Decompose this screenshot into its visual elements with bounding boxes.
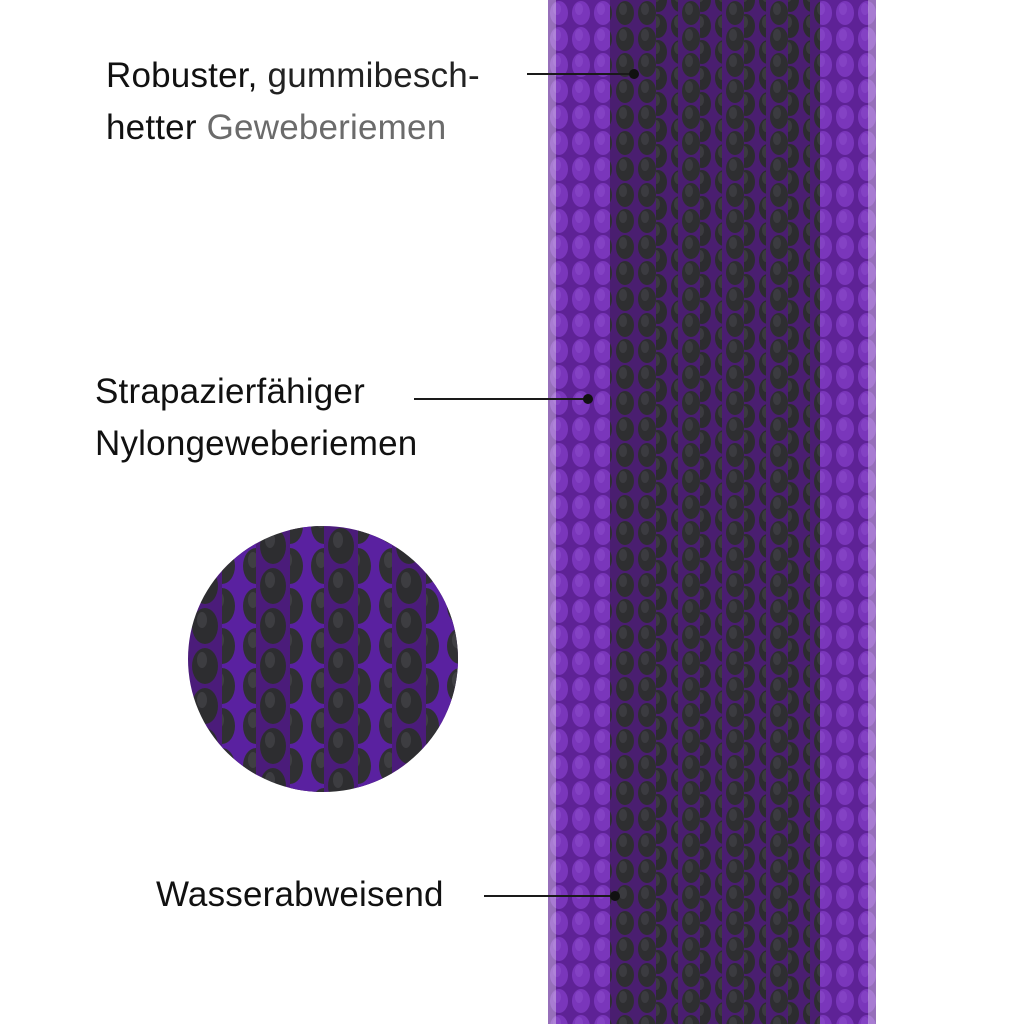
callout-1-leader-line bbox=[527, 73, 635, 75]
callout-3-marker-dot bbox=[610, 891, 620, 901]
callout-2-marker-dot bbox=[583, 394, 593, 404]
callout-durable-nylon: Strapazierfähiger Nylongeweberiemen bbox=[95, 366, 417, 470]
callout-1-line1-dark: Robuster, bbox=[106, 56, 268, 95]
callout-2-leader-line bbox=[414, 398, 588, 400]
callout-water-repellent: Wasserabweisend bbox=[156, 869, 444, 921]
webbing-strap-image bbox=[548, 0, 876, 1024]
callout-3-line1: Wasserabweisend bbox=[156, 875, 444, 914]
weave-closeup-image bbox=[188, 526, 458, 792]
callout-rubber-coated: Robuster, gummibesch- hetter Geweberieme… bbox=[106, 50, 480, 154]
callout-3-leader-line bbox=[484, 895, 616, 897]
callout-2-line2: Nylongeweberiemen bbox=[95, 424, 418, 463]
callout-2-line1: Strapazierfähiger bbox=[95, 372, 365, 411]
callout-1-marker-dot bbox=[629, 69, 639, 79]
callout-1-line2-muted: Geweberiemen bbox=[206, 108, 447, 147]
callout-1-line2-dark: hetter bbox=[106, 108, 207, 147]
callout-1-line1-muted: gummibesch- bbox=[267, 56, 480, 95]
